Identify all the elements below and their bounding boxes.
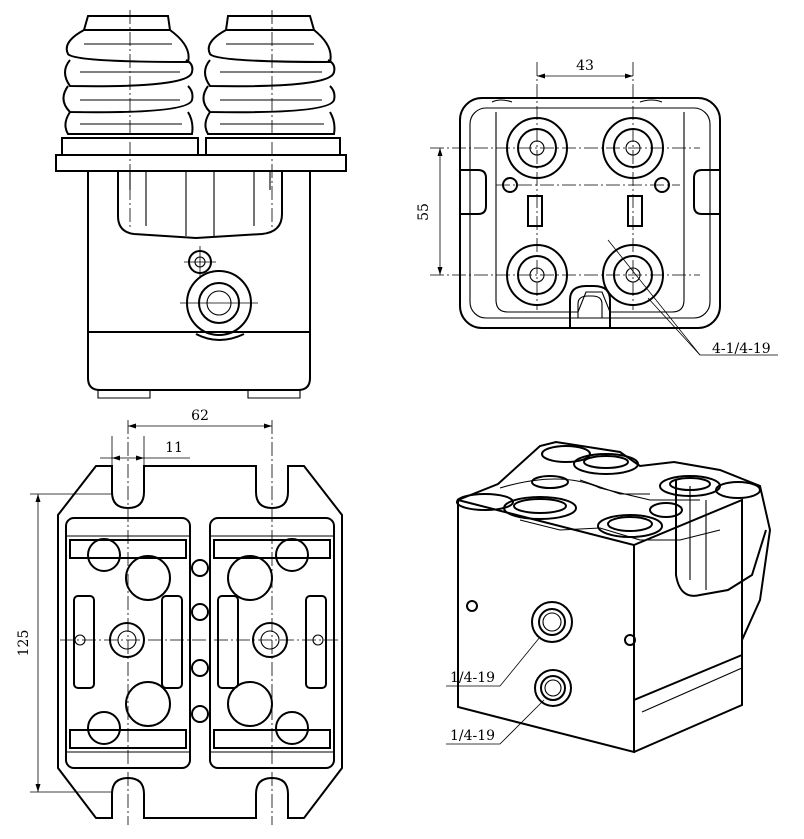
top-view-outline	[459, 97, 721, 329]
dim-55-label: 55	[416, 203, 432, 221]
iso-upper-port-label: 1/4-19	[450, 670, 495, 686]
right-bellows-boot	[202, 15, 336, 135]
slot-left	[527, 195, 543, 227]
left-bellows-boot	[62, 15, 194, 135]
ports-callout-label: 4-1/4-19	[712, 341, 771, 357]
dim-62-label: 62	[191, 408, 209, 424]
iso-port-lower	[534, 669, 572, 707]
bottom-view: 62 11 125	[16, 408, 343, 825]
dim-125-label: 125	[16, 630, 32, 657]
dim-43-label: 43	[576, 58, 594, 74]
main-port	[180, 270, 258, 341]
top-view: 43 55 4-1/4-19	[416, 58, 778, 357]
iso-front-face	[457, 498, 635, 754]
front-view	[55, 10, 347, 399]
small-port	[184, 246, 216, 278]
iso-lower-port-label: 1/4-19	[450, 728, 495, 744]
iso-port-upper	[531, 601, 573, 643]
isometric-view: 1/4-19 1/4-19	[446, 440, 772, 754]
slot-right	[627, 195, 643, 227]
valve-body	[87, 171, 311, 391]
mounting-flange	[55, 154, 347, 172]
bottom-view-outline	[57, 465, 343, 819]
dim-11-label: 11	[165, 440, 183, 456]
